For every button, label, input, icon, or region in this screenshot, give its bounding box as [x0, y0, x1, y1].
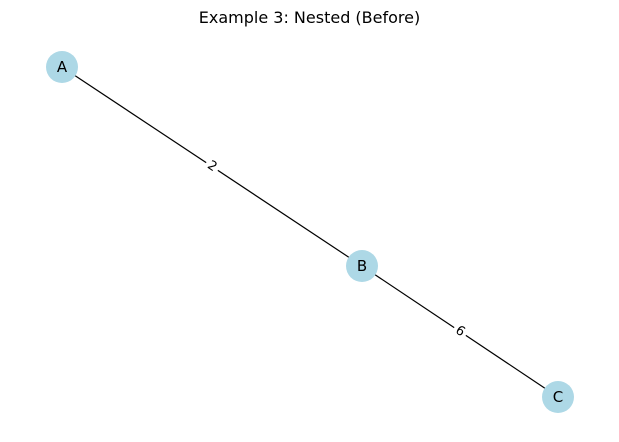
nodes-layer: A B C: [46, 51, 574, 413]
node-label-c: C: [553, 388, 563, 406]
node-b: [346, 250, 378, 282]
edge-labels-layer: 26: [201, 155, 471, 343]
edge-label-group: 6: [449, 320, 471, 343]
edge-label-group: 2: [201, 155, 223, 178]
edge-label-background: [449, 320, 471, 343]
edges-layer: [61, 66, 559, 398]
figure-title: Example 3: Nested (Before): [199, 8, 420, 27]
node-label-b: B: [357, 257, 367, 275]
node-label-a: A: [57, 58, 68, 76]
edge-label-background: [201, 155, 223, 178]
node-a: [46, 51, 78, 83]
node-c: [542, 381, 574, 413]
